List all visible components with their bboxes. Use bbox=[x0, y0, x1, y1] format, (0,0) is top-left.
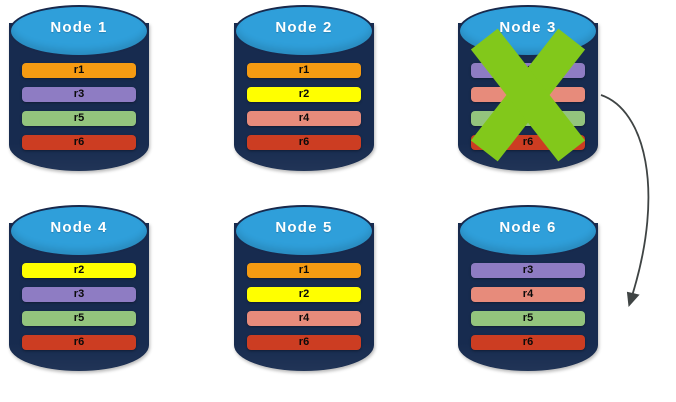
record-bar[interactable]: r1 bbox=[247, 263, 361, 278]
node-title: Node 1 bbox=[50, 19, 108, 36]
node-title: Node 4 bbox=[50, 219, 108, 236]
record-bar[interactable]: r6 bbox=[22, 335, 136, 350]
record-bar[interactable]: r6 bbox=[471, 135, 585, 150]
record-bar[interactable]: r3 bbox=[471, 263, 585, 278]
record-bar[interactable]: r6 bbox=[247, 135, 361, 150]
record-list: r1 r3 r5 r6 bbox=[22, 63, 136, 150]
record-bar[interactable]: r2 bbox=[247, 87, 361, 102]
node-title: Node 3 bbox=[499, 19, 557, 36]
node-cylinder-6[interactable]: Node 6 r3 r4 r5 r6 bbox=[458, 205, 598, 385]
failover-arrow-path bbox=[600, 94, 650, 308]
node-cylinder-3[interactable]: Node 3 r3 r4 r5 r6 bbox=[458, 5, 598, 185]
record-list: r1 r2 r4 r6 bbox=[247, 263, 361, 350]
record-bar[interactable]: r1 bbox=[22, 63, 136, 78]
cylinder-top-ellipse bbox=[9, 5, 149, 57]
record-bar[interactable]: r6 bbox=[247, 335, 361, 350]
record-bar[interactable]: r3 bbox=[22, 87, 136, 102]
record-bar[interactable]: r4 bbox=[247, 111, 361, 126]
cylinder-top-ellipse bbox=[9, 205, 149, 257]
record-bar[interactable]: r6 bbox=[471, 335, 585, 350]
record-bar[interactable]: r2 bbox=[22, 263, 136, 278]
node-title: Node 2 bbox=[275, 19, 333, 36]
record-bar[interactable]: r4 bbox=[471, 287, 585, 302]
node-title: Node 6 bbox=[499, 219, 557, 236]
cylinder-top-ellipse bbox=[234, 205, 374, 257]
record-bar[interactable]: r1 bbox=[247, 63, 361, 78]
record-bar[interactable]: r5 bbox=[22, 311, 136, 326]
record-bar[interactable]: r6 bbox=[22, 135, 136, 150]
node-cylinder-1[interactable]: Node 1 r1 r3 r5 r6 bbox=[9, 5, 149, 185]
node-cylinder-2[interactable]: Node 2 r1 r2 r4 r6 bbox=[234, 5, 374, 185]
record-bar[interactable]: r4 bbox=[247, 311, 361, 326]
node-cylinder-4[interactable]: Node 4 r2 r3 r5 r6 bbox=[9, 205, 149, 385]
record-list: r1 r2 r4 r6 bbox=[247, 63, 361, 150]
record-bar[interactable]: r4 bbox=[471, 87, 585, 102]
node-title: Node 5 bbox=[275, 219, 333, 236]
record-bar[interactable]: r3 bbox=[22, 287, 136, 302]
record-bar[interactable]: r3 bbox=[471, 63, 585, 78]
cylinder-top-ellipse bbox=[458, 205, 598, 257]
record-list: r3 r4 r5 r6 bbox=[471, 63, 585, 150]
record-bar[interactable]: r2 bbox=[247, 287, 361, 302]
cylinder-top-ellipse bbox=[234, 5, 374, 57]
record-bar[interactable]: r5 bbox=[471, 111, 585, 126]
node-cylinder-5[interactable]: Node 5 r1 r2 r4 r6 bbox=[234, 205, 374, 385]
record-bar[interactable]: r5 bbox=[22, 111, 136, 126]
record-list: r3 r4 r5 r6 bbox=[471, 263, 585, 350]
record-list: r2 r3 r5 r6 bbox=[22, 263, 136, 350]
record-bar[interactable]: r5 bbox=[471, 311, 585, 326]
